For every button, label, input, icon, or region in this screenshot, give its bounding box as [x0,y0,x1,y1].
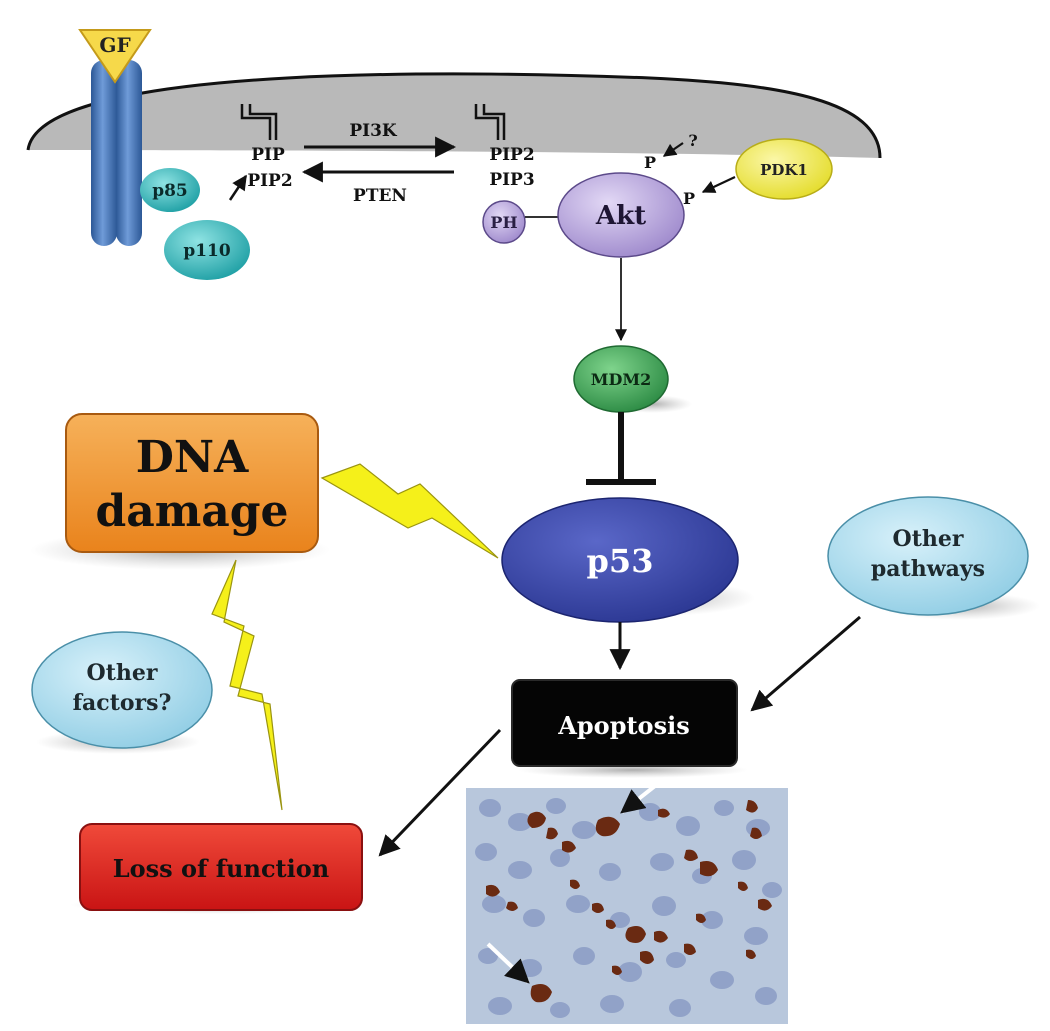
p53-label: p53 [587,542,654,580]
mdm2-label: MDM2 [591,370,651,389]
dna-damage-line1: DNA [136,432,249,483]
dna-damage-line2: damage [95,486,288,537]
pi3k-label: PI3K [349,121,398,141]
pdk1-arrow [701,176,736,193]
pip-left-label: PIP [251,145,285,165]
unknown-kinase-arrow [662,142,684,157]
other-factors-node [31,631,213,749]
akt-node [557,172,685,258]
lightning-bolt-lower [211,559,283,811]
p85-node [140,168,200,212]
other-pathways-line2: pathways [871,556,985,582]
ph-label: PH [490,213,517,232]
loss-of-function-box [79,823,363,911]
pten-label: PTEN [353,186,407,206]
p85-label: p85 [152,181,188,201]
growth-factor-triangle [78,29,152,84]
apoptosis-micrograph-image [466,780,788,1024]
phospho-lower-label: P [683,189,695,208]
unknown-kinase-label: ? [688,131,697,150]
pip2-right-label: PIP2 [489,145,534,165]
growth-factor-label: GF [99,33,130,57]
lipid-anchor-left [240,104,278,140]
other-factors-line1: Other [87,660,158,686]
loss-of-function-label: Loss of function [113,854,329,883]
other-pathways-node [827,496,1029,616]
pdk1-node [735,138,833,200]
phospho-upper-label: P [644,153,656,172]
p110-node [164,220,250,280]
apoptosis-label: Apoptosis [557,711,689,740]
ph-domain-node [482,200,526,244]
akt-label: Akt [595,201,646,231]
apoptosis-to-loss-arrow [378,728,502,857]
dna-damage-box [65,413,319,553]
lipid-anchor-right [474,104,506,140]
pip2-left-label: PIP2 [247,171,292,191]
p110-label: p110 [183,241,231,261]
other-pathways-arrow [750,615,861,712]
receptor-icon [91,60,142,246]
apoptosis-box [511,679,738,767]
p110-to-pip2-arrow [228,174,248,201]
cell-membrane [26,72,882,159]
other-pathways-line1: Other [893,526,964,552]
lightning-bolt-upper [320,463,499,559]
other-factors-line2: factors? [73,690,172,716]
pdk1-label: PDK1 [760,161,808,179]
pip3-right-label: PIP3 [489,170,534,190]
